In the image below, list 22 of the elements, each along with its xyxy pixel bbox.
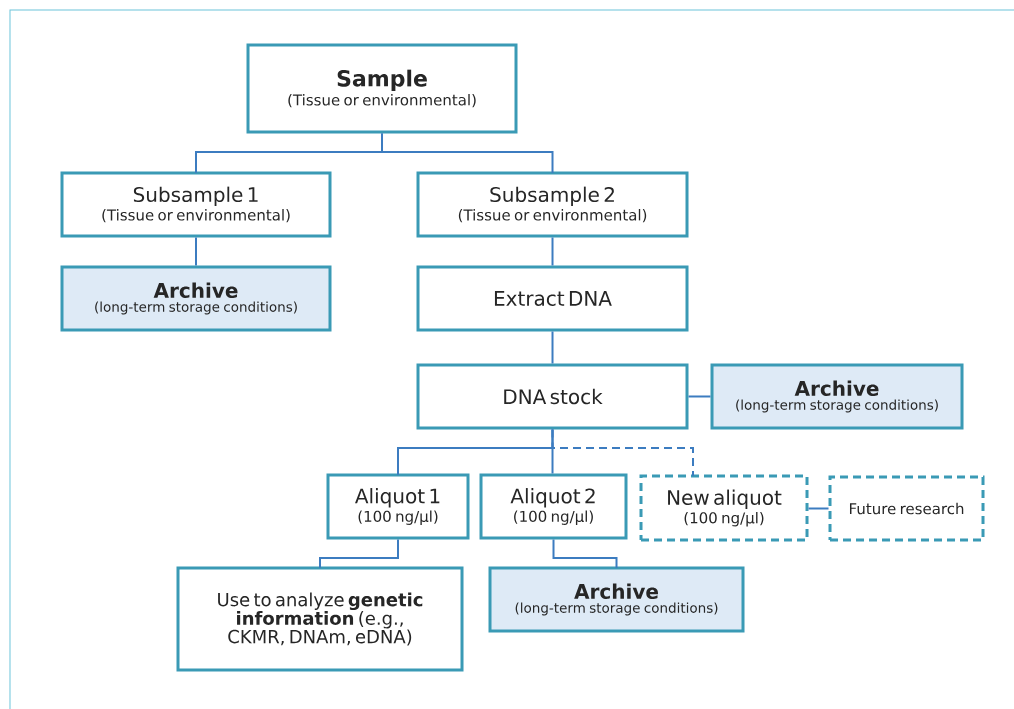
process-box: New aliquot (100 ng/µl) — [639, 474, 809, 542]
process-box: DNA stock — [416, 363, 689, 430]
archive-box: Archive (long-term storage conditions) — [710, 363, 964, 430]
process-box: Subsample 1 (Tissue or environmental) — [60, 171, 332, 238]
process-box: Sample (Tissue or environmental) — [246, 43, 518, 134]
process-box: Subsample 2 (Tissue or environmental) — [416, 171, 689, 238]
connector-line — [551, 236, 554, 267]
connector-line — [195, 236, 197, 267]
archive-box: Archive (long-term storage conditions) — [60, 265, 332, 332]
process-box: Future research — [828, 475, 985, 542]
process-box: Aliquot 1 (100 ng/µl) — [326, 473, 470, 540]
archive-box: Archive (long-term storage conditions) — [488, 566, 745, 633]
connector-line — [319, 538, 399, 569]
connector-line — [551, 428, 694, 477]
connector-line — [687, 395, 712, 398]
process-box: Aliquot 2 (100 ng/µl) — [479, 473, 628, 540]
connector-line — [807, 507, 830, 510]
connector-line — [381, 132, 554, 174]
connector-line — [552, 538, 618, 569]
process-box: Use to analyze genetic information (e.g., CKMR, DNAm, eDNA) — [176, 566, 464, 672]
connector-line — [551, 330, 554, 365]
process-box: Extract DNA — [416, 265, 689, 332]
